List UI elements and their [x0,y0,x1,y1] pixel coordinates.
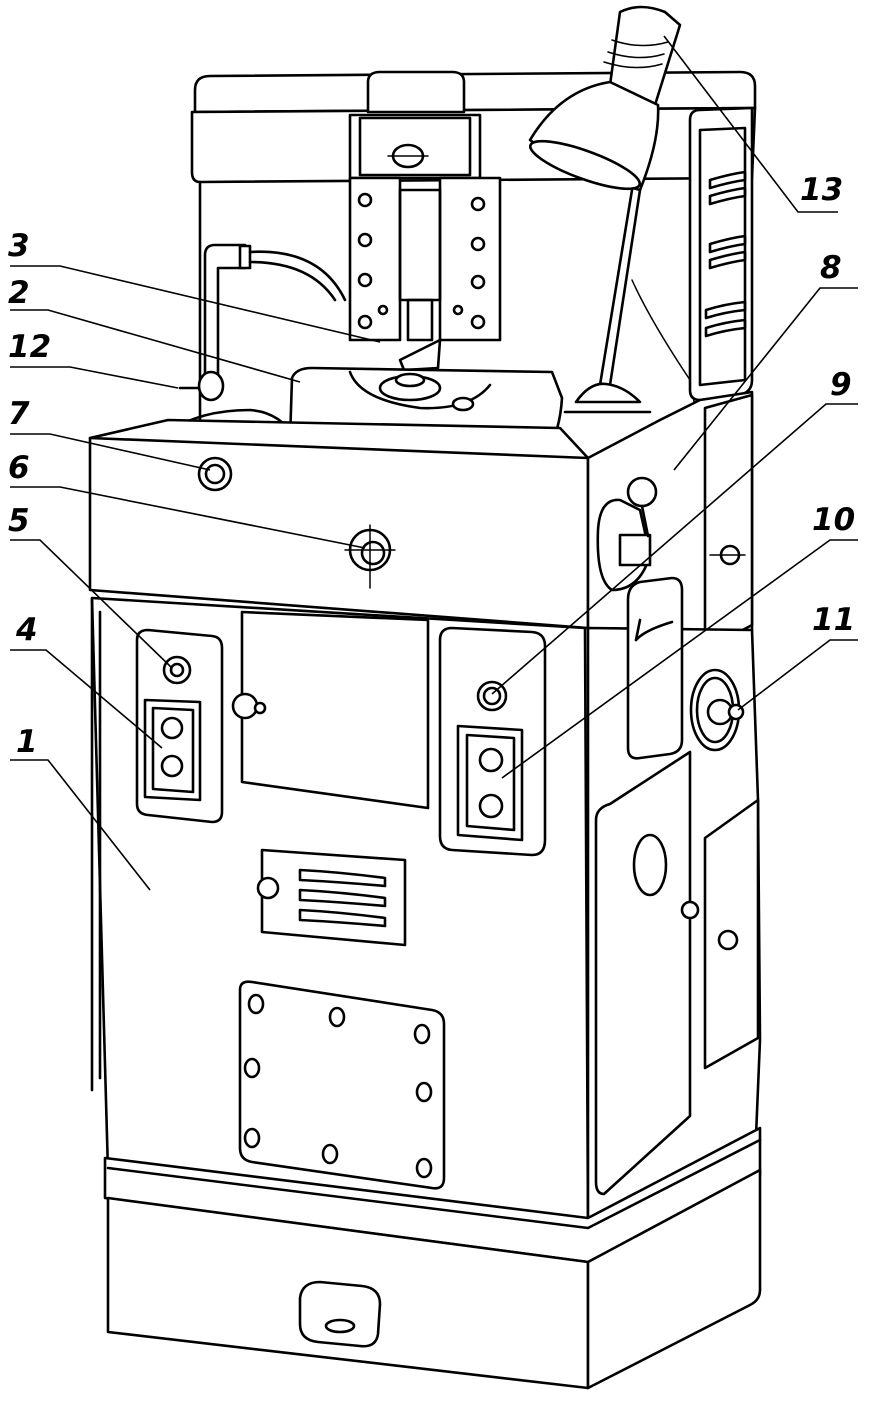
callout-6: 6 [8,450,30,486]
upper-housing [88,418,590,630]
machine-drawing [88,5,762,1390]
base-handle [298,1280,382,1348]
right-control-panel [438,626,547,857]
machine-base [103,1126,762,1390]
callout-3: 3 [8,228,30,264]
rear-right-panel [688,106,754,402]
callout-7: 7 [8,396,30,432]
vent-slots-rear [704,170,747,338]
callout-8: 8 [820,250,842,286]
callout-12: 12 [8,329,51,365]
callout-labels: 3 2 12 7 6 5 4 1 8 9 10 11 13 [8,172,855,760]
center-door [231,610,430,810]
spindle-head [348,113,502,372]
right-side-lower [586,576,762,1224]
callout-10: 10 [812,502,855,538]
left-control-panel [135,628,224,824]
callout-1: 1 [16,724,38,760]
leader-lines [10,35,858,891]
knob-7 [197,456,233,492]
callout-2: 2 [8,275,30,311]
coolant-pipe [178,243,347,402]
callout-9: 9 [830,367,852,403]
knob-6 [344,524,396,589]
callout-13: 13 [800,172,843,208]
spindle-holes [357,192,486,330]
callout-5: 5 [8,503,30,539]
front-vent-panel [256,848,407,947]
access-plate [238,980,446,1190]
callout-4: 4 [15,612,38,648]
callout-11: 11 [812,602,855,638]
